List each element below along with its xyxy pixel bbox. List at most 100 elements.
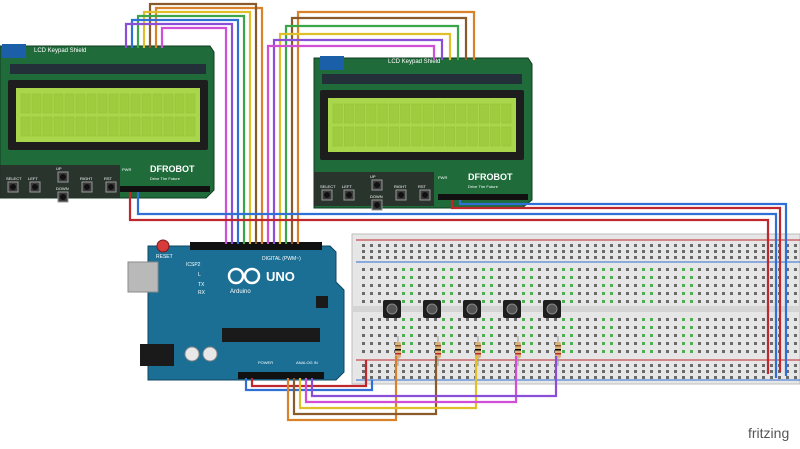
breadboard-hole: [378, 276, 381, 279]
lcd-cell: [479, 126, 489, 147]
lcd-cell: [174, 93, 185, 114]
breadboard-hole: [698, 250, 701, 253]
breadboard-hole: [378, 284, 381, 287]
breadboard-hole: [450, 326, 453, 329]
breadboard-hole: [594, 300, 597, 303]
breadboard-hole: [682, 342, 685, 345]
lcd-cell: [456, 103, 467, 124]
breadboard-hole: [698, 364, 701, 367]
breadboard-hole: [378, 376, 381, 379]
breadboard-hole: [466, 342, 469, 345]
breadboard-hole: [706, 370, 709, 373]
breadboard-hole: [674, 250, 677, 253]
breadboard-hole: [426, 364, 429, 367]
breadboard-hole: [658, 370, 661, 373]
breadboard-hole: [490, 334, 493, 337]
breadboard-hole: [666, 350, 669, 353]
breadboard-hole: [442, 244, 445, 247]
breadboard-hole: [754, 376, 757, 379]
breadboard-hole: [538, 284, 541, 287]
breadboard-hole: [674, 370, 677, 373]
breadboard-hole: [442, 268, 445, 271]
breadboard-hole: [746, 342, 749, 345]
uno-logo-text: UNO: [266, 269, 295, 284]
breadboard-hole: [514, 244, 517, 247]
breadboard-hole: [466, 334, 469, 337]
shield-header-label: LCD Keypad Shield: [34, 48, 86, 54]
breadboard-hole: [554, 276, 557, 279]
breadboard-hole: [674, 342, 677, 345]
breadboard-hole: [618, 268, 621, 271]
breadboard-hole: [578, 300, 581, 303]
breadboard-hole: [442, 342, 445, 345]
resistor-band: [555, 349, 561, 351]
breadboard-hole: [690, 370, 693, 373]
breadboard-hole: [762, 334, 765, 337]
breadboard-hole: [538, 250, 541, 253]
breadboard-hole: [362, 350, 365, 353]
breadboard-hole: [682, 250, 685, 253]
breadboard-hole: [786, 318, 789, 321]
breadboard-hole: [754, 276, 757, 279]
breadboard-hole: [674, 364, 677, 367]
breadboard-hole: [754, 350, 757, 353]
breadboard-hole: [642, 244, 645, 247]
breadboard-hole: [482, 250, 485, 253]
pushbutton-cap: [546, 303, 558, 315]
button-cap: [346, 192, 352, 198]
breadboard-hole: [386, 318, 389, 321]
breadboard-hole: [698, 370, 701, 373]
breadboard-hole: [738, 326, 741, 329]
breadboard-hole: [770, 256, 773, 259]
breadboard-hole: [514, 276, 517, 279]
breadboard-hole: [546, 364, 549, 367]
breadboard-hole: [762, 284, 765, 287]
breadboard-hole: [674, 376, 677, 379]
breadboard-hole: [658, 350, 661, 353]
breadboard-hole: [538, 370, 541, 373]
microcontroller-chip: [222, 328, 320, 342]
lcd-cell: [490, 126, 500, 147]
breadboard-hole: [634, 300, 637, 303]
breadboard-hole: [450, 318, 453, 321]
breadboard-hole: [410, 300, 413, 303]
breadboard-hole: [378, 268, 381, 271]
breadboard-hole: [634, 370, 637, 373]
breadboard-hole: [522, 370, 525, 373]
breadboard-hole: [386, 350, 389, 353]
breadboard-hole: [506, 350, 509, 353]
breadboard-hole: [666, 334, 669, 337]
breadboard-hole: [378, 300, 381, 303]
breadboard-hole: [466, 284, 469, 287]
breadboard-hole: [586, 326, 589, 329]
breadboard-hole: [658, 284, 661, 287]
breadboard-hole: [690, 342, 693, 345]
breadboard-hole: [594, 318, 597, 321]
lcd-cell: [490, 103, 500, 124]
breadboard-hole: [770, 342, 773, 345]
breadboard-hole: [730, 326, 733, 329]
breadboard-hole: [682, 376, 685, 379]
breadboard-hole: [562, 326, 565, 329]
breadboard-hole: [586, 292, 589, 295]
breadboard-hole: [682, 292, 685, 295]
pushbutton-cap: [386, 303, 398, 315]
breadboard-hole: [578, 268, 581, 271]
breadboard-hole: [410, 342, 413, 345]
breadboard-hole: [386, 276, 389, 279]
breadboard-hole: [490, 268, 493, 271]
breadboard-hole: [538, 326, 541, 329]
breadboard-hole: [362, 326, 365, 329]
breadboard-hole: [570, 284, 573, 287]
breadboard-hole: [546, 292, 549, 295]
breadboard-hole: [770, 244, 773, 247]
breadboard-hole: [362, 256, 365, 259]
wire-red: [128, 192, 770, 374]
breadboard-hole: [546, 370, 549, 373]
breadboard-hole: [754, 326, 757, 329]
breadboard-hole: [650, 256, 653, 259]
breadboard-hole: [570, 268, 573, 271]
breadboard-hole: [650, 268, 653, 271]
lcd-cell: [97, 93, 108, 114]
breadboard-hole: [498, 318, 501, 321]
